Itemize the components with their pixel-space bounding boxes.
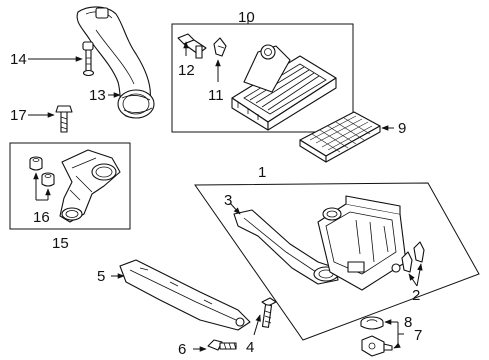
callout-17: 17 <box>10 107 27 124</box>
callout-14: 14 <box>10 51 27 68</box>
grommet-part-lower <box>41 172 55 187</box>
callout-6: 6 <box>178 341 186 358</box>
sensor-part <box>177 33 207 59</box>
grommet-part-8 <box>360 316 384 330</box>
lower-duct-part <box>119 259 251 331</box>
assembly-group-box-1 <box>194 182 480 341</box>
callout-3: 3 <box>224 192 232 209</box>
grommet-part-upper <box>29 156 43 171</box>
callout-7: 7 <box>414 327 422 344</box>
callout-4: 4 <box>246 339 254 356</box>
assembly-group-box-15 <box>9 142 131 230</box>
bolt-part-17 <box>55 105 73 133</box>
callout-13: 13 <box>89 87 106 104</box>
callout-12: 12 <box>178 62 195 79</box>
assembly-group-box-10 <box>171 23 354 133</box>
bolt-part-6 <box>207 339 237 351</box>
leader-lines <box>28 41 423 352</box>
air-filter-part <box>299 111 381 163</box>
resonator-duct-part <box>59 149 121 223</box>
callout-15: 15 <box>52 235 69 252</box>
intake-duct-part <box>76 6 155 119</box>
housing-clip-part-b <box>413 241 425 263</box>
callout-16: 16 <box>33 209 50 226</box>
callout-1: 1 <box>258 164 266 181</box>
callout-10: 10 <box>238 9 255 26</box>
clip-part <box>82 41 95 77</box>
callout-2: 2 <box>412 287 420 304</box>
clamp-part <box>213 37 227 57</box>
callout-11: 11 <box>208 87 224 104</box>
callout-9: 9 <box>398 120 406 137</box>
mount-part-7 <box>361 335 393 357</box>
housing-clip-part-a <box>401 251 413 273</box>
callout-5: 5 <box>97 268 105 285</box>
callout-8: 8 <box>404 314 412 331</box>
air-cleaner-cover-part <box>231 44 337 131</box>
bolt-part-4 <box>261 297 277 328</box>
